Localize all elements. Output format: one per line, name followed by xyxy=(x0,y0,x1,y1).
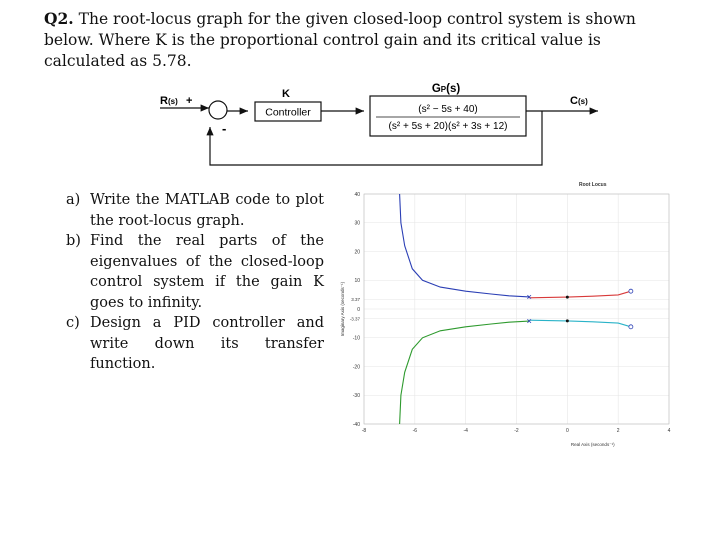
part-text: Write the MATLAB code to plot the root-l… xyxy=(90,192,324,229)
pole-marker xyxy=(527,294,532,300)
x-tick-label: 0 xyxy=(566,428,569,434)
plus-sign: + xyxy=(186,95,192,107)
y-tick-label: 0 xyxy=(357,307,360,313)
plant-label: GP(s) xyxy=(432,83,461,95)
zero-marker xyxy=(628,288,634,294)
y-tick-label: -10 xyxy=(353,336,360,342)
feedback-path xyxy=(206,111,543,166)
plant-denominator: (s² + 5s + 20)(s² + 3s + 12) xyxy=(389,121,508,132)
controller-gain-label: K xyxy=(282,88,290,100)
part-c: c) Design a PID controller and write dow… xyxy=(66,313,324,375)
plot-grid xyxy=(363,193,670,425)
controller-label: Controller xyxy=(265,107,311,119)
y-tick-label: 40 xyxy=(354,192,360,198)
gain-marker xyxy=(565,319,569,323)
x-tick-label: -2 xyxy=(514,428,519,434)
part-b: b) Find the real parts of the eigenvalue… xyxy=(66,231,324,313)
y-tick-label: -40 xyxy=(353,422,360,428)
locus-branch-4 xyxy=(529,319,632,328)
zero-marker xyxy=(628,324,634,330)
part-a: a) Write the MATLAB code to plot the roo… xyxy=(66,190,324,231)
locus-branch-1 xyxy=(399,193,530,298)
y-tick-label: -20 xyxy=(353,364,360,370)
output-label: C(s) xyxy=(570,95,588,107)
question-parts: a) Write the MATLAB code to plot the roo… xyxy=(66,190,324,375)
question-body: The root-locus graph for the given close… xyxy=(44,10,636,70)
pole-marker xyxy=(527,318,532,324)
part-letter: b) xyxy=(66,233,81,249)
y-tick-label-extra: 3.37 xyxy=(351,297,360,302)
plot-title: Root Locus xyxy=(579,182,607,188)
block-diagram: R(s) + - K Controller GP(s) (s² − 5s + 4… xyxy=(160,83,598,166)
y-axis-label: Imaginary Axis (seconds⁻¹) xyxy=(340,281,345,336)
x-axis-label: Real Axis (seconds⁻¹) xyxy=(571,442,615,447)
part-text: Find the real parts of the eigenvalues o… xyxy=(90,233,324,311)
part-letter: a) xyxy=(66,192,81,208)
y-tick-label: 30 xyxy=(354,221,360,227)
y-tick-label: 20 xyxy=(354,249,360,255)
gain-marker xyxy=(565,295,569,299)
input-label: R(s) xyxy=(160,95,178,107)
plot-series xyxy=(399,193,632,425)
x-tick-label: 4 xyxy=(668,428,671,434)
x-tick-label: -8 xyxy=(362,428,367,434)
plant-block xyxy=(369,95,527,137)
x-tick-label: -4 xyxy=(463,428,468,434)
y-tick-label: -30 xyxy=(353,393,360,399)
x-tick-label: -6 xyxy=(413,428,418,434)
plot-markers xyxy=(527,288,634,330)
question-number: Q2. xyxy=(44,9,74,28)
locus-branch-2 xyxy=(399,320,530,425)
part-text: Design a PID controller and write down i… xyxy=(90,315,324,372)
plant-numerator: (s² − 5s + 40) xyxy=(418,104,477,115)
y-tick-label-extra: -3.37 xyxy=(350,316,361,321)
question-text: Q2. The root-locus graph for the given c… xyxy=(44,8,684,72)
part-letter: c) xyxy=(66,315,80,331)
plot-frame xyxy=(363,193,670,425)
y-tick-label: 10 xyxy=(354,278,360,284)
locus-branch-3 xyxy=(529,290,632,299)
summing-junction xyxy=(208,100,228,120)
minus-sign: - xyxy=(222,121,226,136)
x-tick-label: 2 xyxy=(617,428,620,434)
